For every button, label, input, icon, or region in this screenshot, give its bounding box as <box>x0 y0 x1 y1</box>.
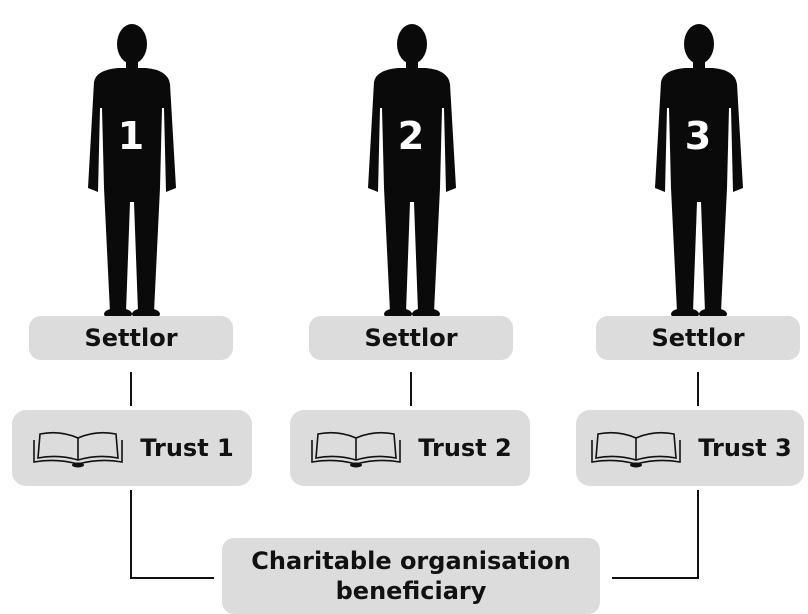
trust-box-1: Trust 1 <box>12 410 252 486</box>
settlor-box-2: Settlor <box>309 316 513 360</box>
settlor-label: Settlor <box>364 324 458 352</box>
settlor-box-1: Settlor <box>29 316 233 360</box>
person-silhouette-icon <box>368 24 456 320</box>
person-number: 1 <box>117 114 145 158</box>
person-number: 2 <box>397 114 425 158</box>
person-1-figure: 1 <box>76 12 186 322</box>
settlor-label: Settlor <box>651 324 745 352</box>
beneficiary-line-1: Charitable organisation <box>251 547 571 575</box>
charitable-beneficiary-box: Charitable organisation beneficiary <box>222 538 600 614</box>
open-book-icon <box>591 431 682 468</box>
trust-box-3: Trust 3 <box>576 410 804 486</box>
person-2-figure: 2 <box>356 12 466 322</box>
connector-trust1-beneficiary <box>130 490 214 579</box>
trust-label: Trust 3 <box>698 434 792 462</box>
trust-label: Trust 2 <box>418 434 512 462</box>
person-number: 3 <box>684 114 712 158</box>
person-silhouette-icon <box>88 24 176 320</box>
person-3-figure: 3 <box>643 12 753 322</box>
open-book-icon <box>33 431 124 468</box>
trust-label: Trust 1 <box>140 434 234 462</box>
connector-trust3-beneficiary <box>612 490 699 579</box>
settlor-label: Settlor <box>84 324 178 352</box>
open-book-icon <box>311 431 402 468</box>
settlor-box-3: Settlor <box>596 316 800 360</box>
trust-box-2: Trust 2 <box>290 410 530 486</box>
person-silhouette-icon <box>655 24 743 320</box>
beneficiary-line-2: beneficiary <box>335 577 487 605</box>
